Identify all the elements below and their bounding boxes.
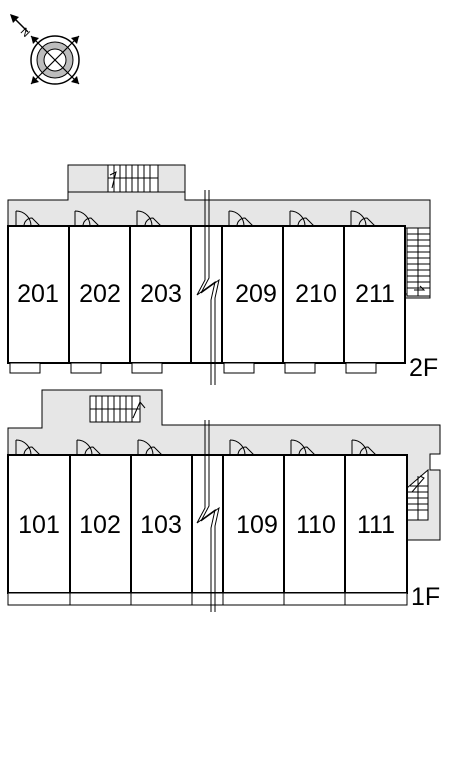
door-icon: [15, 210, 41, 227]
staircase-top-2f: [107, 164, 159, 193]
staircase-top-1f: [89, 395, 146, 423]
balcony: [131, 362, 163, 374]
break-column-2f: [190, 225, 223, 364]
unit-label: 109: [236, 511, 278, 539]
compass-icon: [30, 35, 80, 85]
unit-label: 110: [296, 511, 336, 539]
door-icon: [15, 439, 41, 456]
north-arrow-icon: [10, 14, 29, 33]
unit-label: 210: [295, 280, 337, 308]
unit-label: 202: [79, 280, 121, 308]
unit-label: 211: [355, 280, 395, 308]
door-icon: [136, 210, 162, 227]
ground-strip: [7, 592, 408, 606]
unit-209-room: [221, 225, 284, 364]
unit-label: 209: [235, 280, 277, 308]
door-icon: [350, 210, 376, 227]
compass: N: [10, 14, 80, 85]
unit-211-room: [343, 225, 406, 364]
unit-label: 201: [17, 280, 59, 308]
floor-label: 1F: [411, 583, 440, 611]
unit-202-room: [68, 225, 131, 364]
floor-label: 2F: [409, 354, 438, 382]
break-line: [196, 420, 220, 612]
balcony: [70, 362, 102, 374]
unit-109-room: [222, 454, 285, 594]
unit-label: 102: [79, 511, 121, 539]
door-icon: [74, 210, 100, 227]
unit-label: 103: [140, 511, 182, 539]
balcony: [284, 362, 316, 374]
unit-label: 101: [18, 511, 60, 539]
balcony: [9, 362, 41, 374]
door-icon: [351, 439, 377, 456]
unit-label: 203: [140, 280, 182, 308]
staircase-side-2f: [406, 227, 431, 297]
door-icon: [76, 439, 102, 456]
break-column-1f: [191, 454, 224, 594]
door-icon: [290, 439, 316, 456]
north-label: N: [18, 26, 32, 40]
door-icon: [228, 210, 254, 227]
door-icon: [289, 210, 315, 227]
unit-210-room: [282, 225, 345, 364]
balcony: [345, 362, 377, 374]
unit-label: 111: [357, 511, 395, 539]
corridor-1f: [7, 389, 441, 541]
balcony: [223, 362, 255, 374]
floor-1f: 101 102 103 109 110 111 1F: [7, 389, 441, 612]
door-icon: [137, 439, 163, 456]
break-line: [196, 190, 220, 385]
unit-201-room: [7, 225, 70, 364]
door-icon: [229, 439, 255, 456]
floor-2f: 201 202 203 209 210 211 2F: [7, 164, 438, 385]
unit-102-room: [69, 454, 132, 594]
